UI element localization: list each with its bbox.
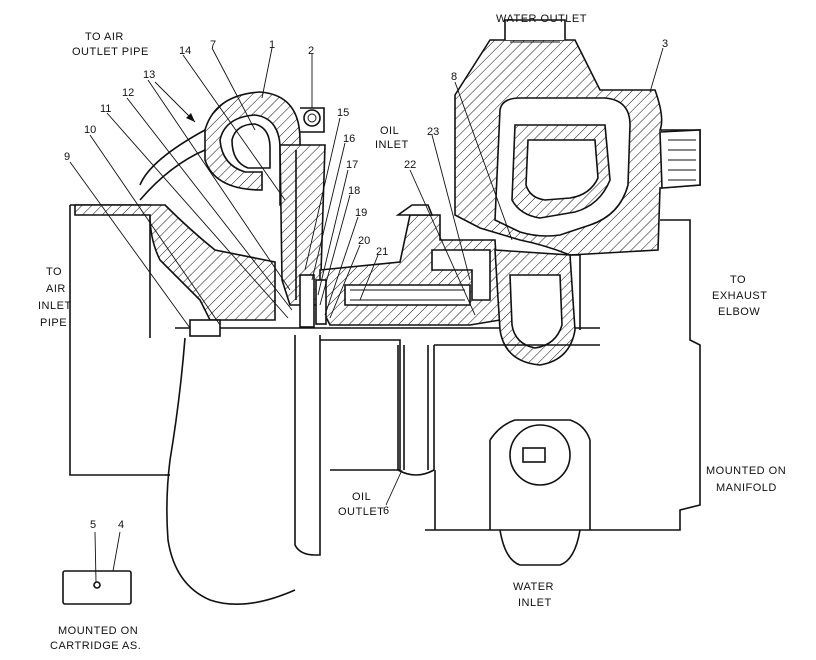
part-number-4: 4	[118, 519, 124, 531]
part-numbers: 1 2 3 4 5 6 7 8 9 10 11 12 13 14 15 16 1…	[64, 38, 668, 531]
part-number-18: 18	[348, 185, 360, 197]
part-number-20: 20	[358, 235, 370, 247]
part-number-8: 8	[451, 71, 457, 83]
label-to-air-outlet-pipe: TO AIR	[85, 31, 124, 43]
label-to-exhaust-elbow: EXHAUST	[712, 290, 767, 302]
callout-labels: TO AIR OUTLET PIPE WATER OUTLET OIL INLE…	[38, 13, 786, 652]
label-water-inlet: INLET	[518, 597, 552, 609]
label-water-outlet: WATER OUTLET	[496, 13, 587, 25]
label-to-exhaust-elbow: TO	[730, 274, 746, 286]
part-number-12: 12	[122, 87, 134, 99]
part-number-15: 15	[337, 107, 349, 119]
bearing-housing	[175, 204, 600, 337]
label-to-air-inlet-pipe: TO	[46, 266, 62, 278]
label-oil-outlet: OIL	[352, 491, 371, 503]
part-number-6: 6	[383, 505, 389, 517]
part-number-3: 3	[662, 38, 668, 50]
label-water-inlet: WATER	[513, 581, 554, 593]
label-mounted-on-manifold: MOUNTED ON	[706, 465, 786, 477]
part-number-10: 10	[84, 124, 96, 136]
part-number-21: 21	[376, 246, 388, 258]
label-to-air-outlet-pipe: OUTLET PIPE	[72, 46, 149, 58]
cartridge-tag	[62, 570, 132, 605]
part-number-19: 19	[355, 207, 367, 219]
label-mounted-on-manifold: MANIFOLD	[716, 482, 777, 494]
part-number-5: 5	[90, 519, 96, 531]
part-number-11: 11	[100, 103, 111, 115]
label-oil-inlet: INLET	[375, 139, 409, 151]
part-number-13: 13	[143, 69, 155, 81]
label-to-air-inlet-pipe: INLET	[38, 300, 72, 312]
label-to-exhaust-elbow: ELBOW	[718, 306, 760, 318]
part-number-1: 1	[269, 39, 275, 51]
label-oil-inlet: OIL	[380, 125, 399, 137]
leader-lines	[69, 47, 664, 583]
compressor-housing	[69, 91, 326, 476]
part-number-22: 22	[404, 159, 416, 171]
label-mounted-on-cartridge: CARTRIDGE AS.	[50, 640, 141, 652]
lower-outline	[165, 335, 600, 605]
part-number-9: 9	[64, 151, 70, 163]
label-oil-outlet: OUTLET	[338, 506, 384, 518]
label-mounted-on-cartridge: MOUNTED ON	[58, 625, 138, 637]
part-number-17: 17	[346, 159, 358, 171]
part-number-14: 14	[179, 45, 191, 57]
turbine-housing	[425, 19, 701, 531]
part-number-7: 7	[210, 39, 216, 51]
part-number-16: 16	[343, 133, 355, 145]
label-to-air-inlet-pipe: AIR	[46, 283, 66, 295]
part-number-23: 23	[427, 126, 439, 138]
part-number-2: 2	[308, 45, 314, 57]
label-to-air-inlet-pipe: PIPE	[40, 317, 67, 329]
